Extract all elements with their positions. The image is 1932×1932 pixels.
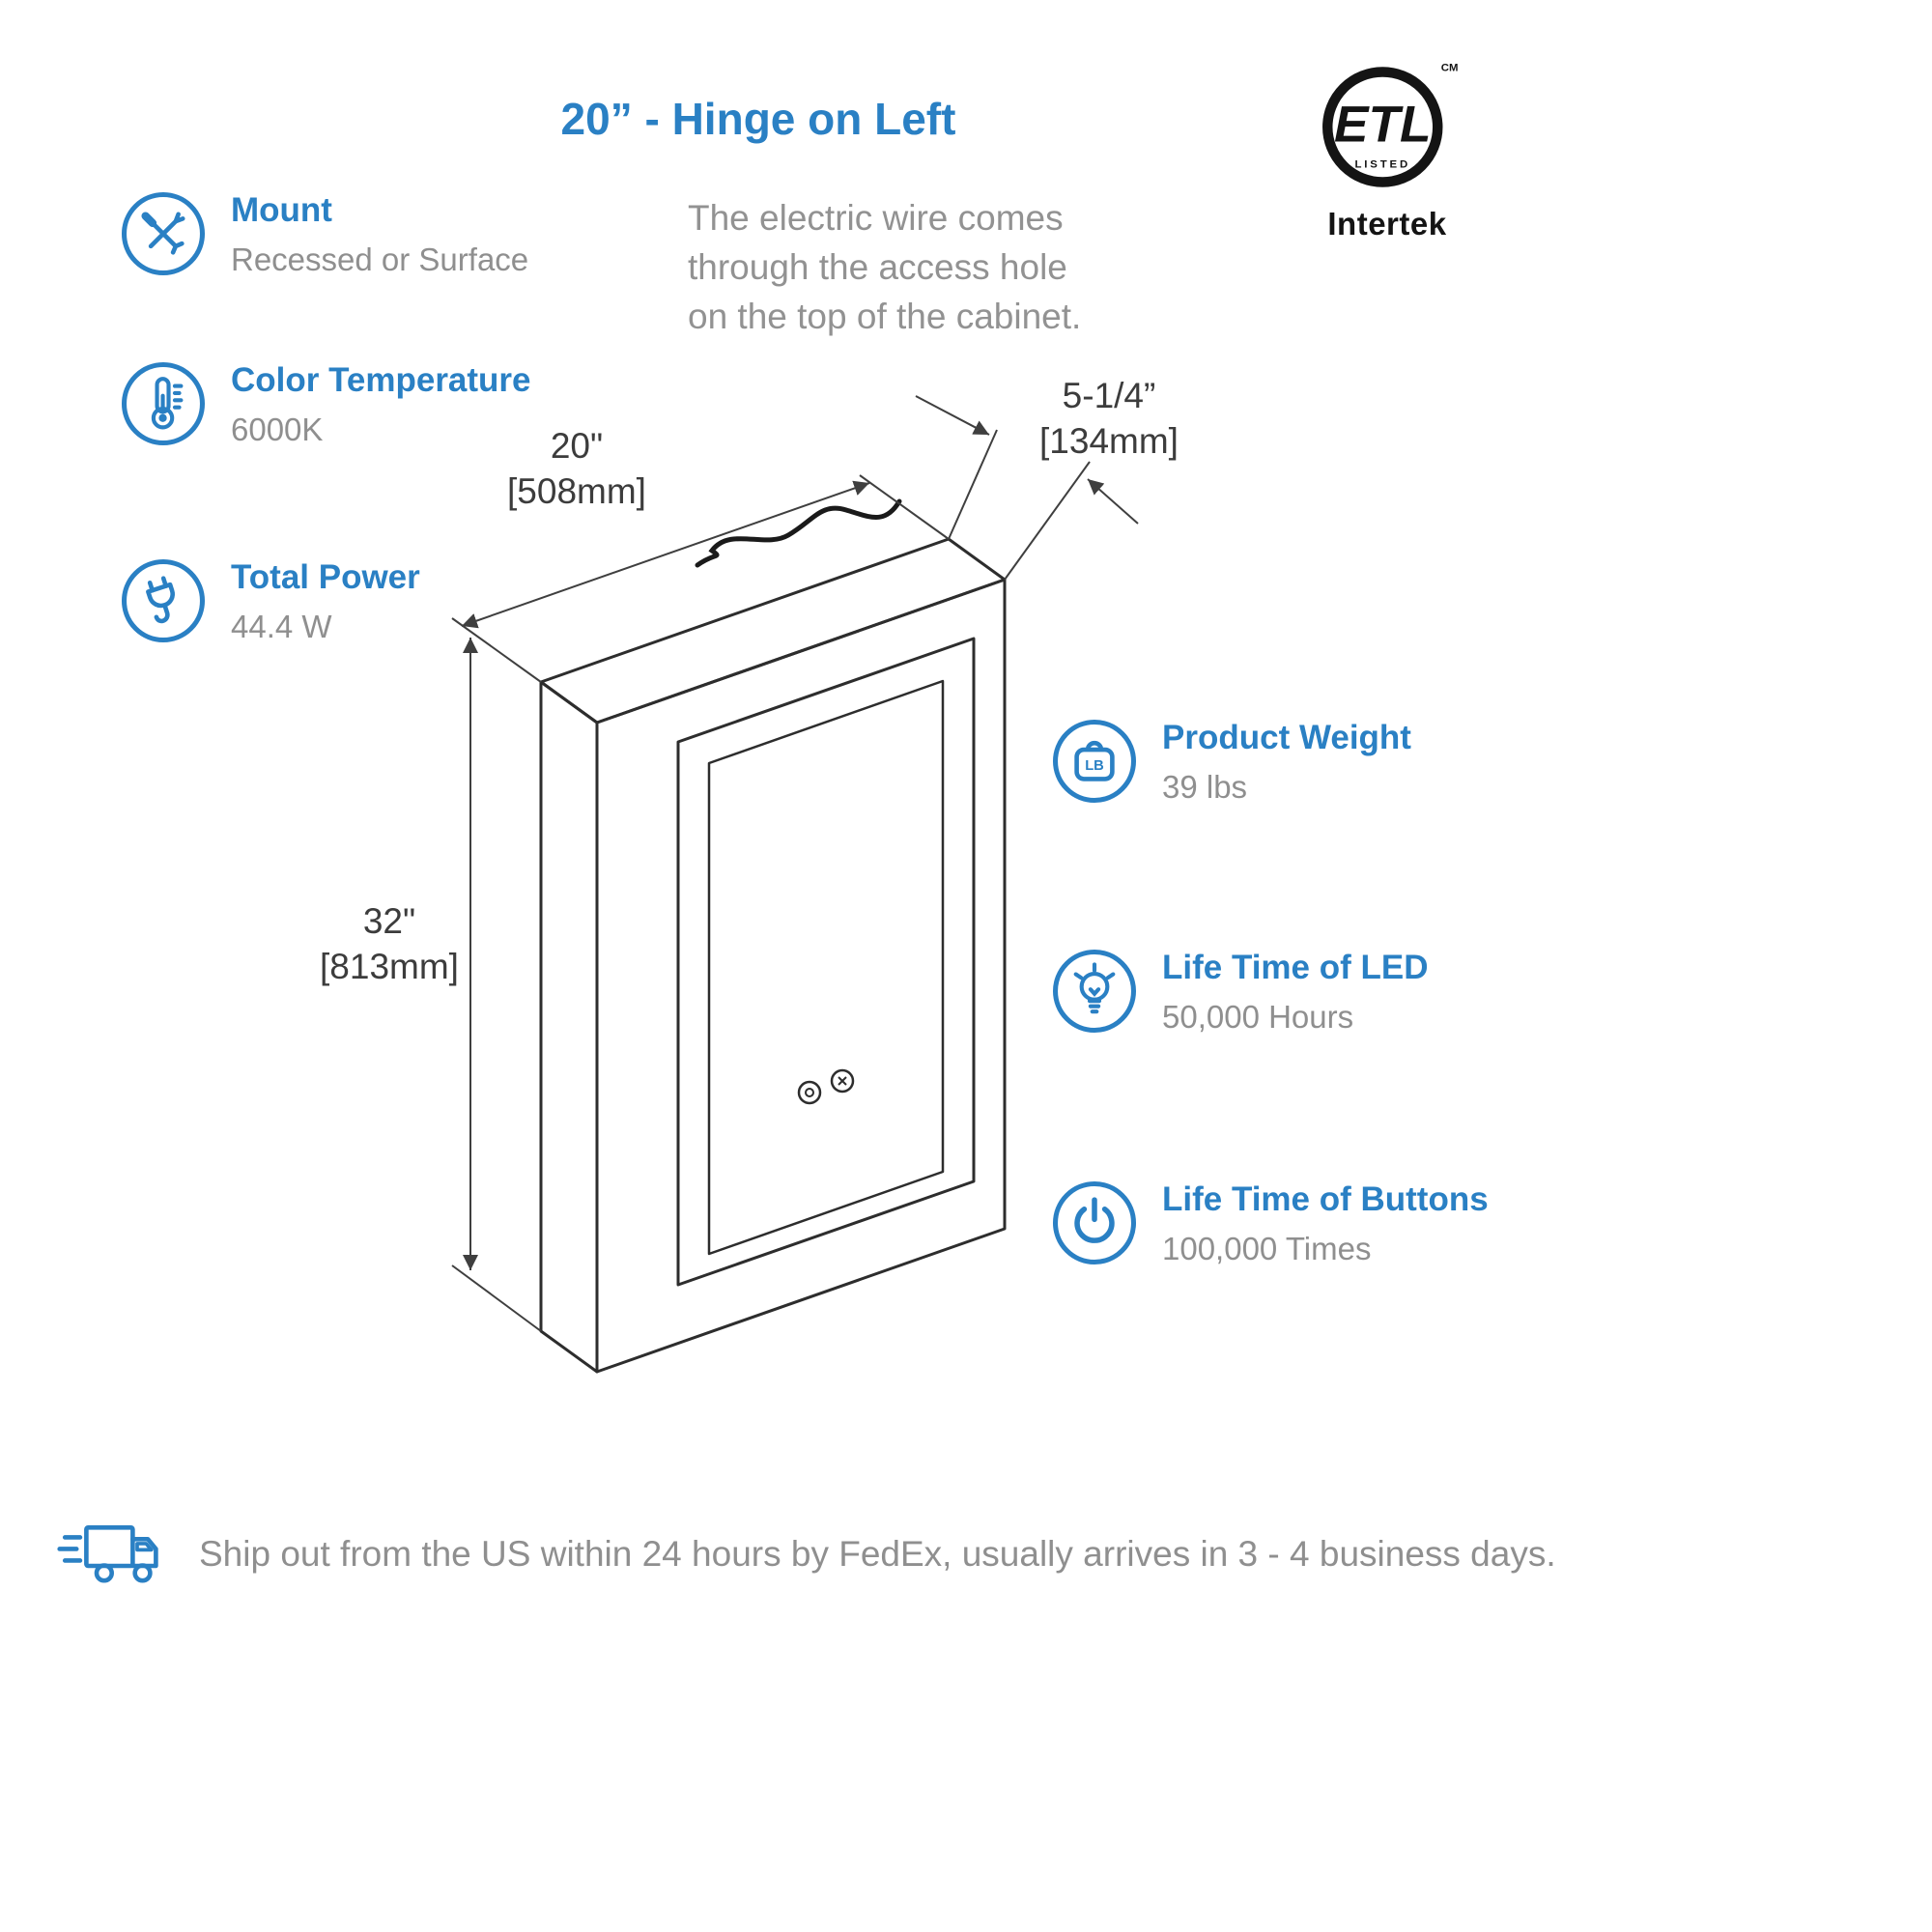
wire-note: The electric wire comes through the acce… [688,198,1082,336]
spec-mount: Mount Recessed or Surface [119,189,528,278]
spec-value-color-temperature: 6000K [231,412,324,447]
weight-unit-label: LB [1085,758,1104,774]
etl-mark-text: ETL [1334,97,1431,154]
dimension-height-inches: 32" [362,901,416,941]
spec-button-lifetime: Life Time of Buttons 100,000 Times [1050,1179,1489,1267]
power-icon [1050,1179,1139,1267]
etl-certification: ETL LISTED CM Intertek [1310,58,1464,242]
spec-led-lifetime: Life Time of LED 50,000 Hours [1050,947,1429,1036]
spec-value-button-lifetime: 100,000 Times [1162,1231,1372,1266]
shipping-info: Ship out from the US within 24 hours by … [56,1513,1556,1596]
dimension-height: 32" [813mm] [307,898,471,989]
etl-listed-icon: ETL LISTED CM [1322,63,1459,187]
dimension-depth: 5-1/4” [134mm] [1003,373,1215,464]
touch-buttons [797,1068,855,1105]
dimension-width: 20" [508mm] [480,423,673,514]
etl-cm-text: CM [1441,63,1459,74]
bulb-icon [1050,947,1139,1036]
spec-label-total-power: Total Power [231,558,420,596]
spec-value-total-power: 44.4 W [231,609,332,644]
weight-icon: LB [1050,717,1139,806]
truck-icon [56,1513,172,1596]
plug-icon [119,556,208,645]
spec-product-weight: LB Product Weight 39 lbs [1050,717,1411,806]
etl-brand-label: Intertek [1327,206,1447,242]
spec-label-product-weight: Product Weight [1162,719,1411,756]
electric-wire [695,498,902,568]
spec-label-color-temperature: Color Temperature [231,361,531,399]
dimension-width-mm: [508mm] [507,471,646,511]
shipping-text: Ship out from the US within 24 hours by … [199,1534,1556,1574]
spec-total-power: Total Power 44.4 W [119,556,420,645]
spec-label-mount: Mount [231,191,332,229]
tools-icon [119,189,208,278]
dimension-depth-mm: [134mm] [1039,421,1179,461]
dimension-width-inches: 20" [550,426,604,466]
spec-label-led-lifetime: Life Time of LED [1162,949,1429,986]
etl-listed-text: LISTED [1354,158,1410,170]
spec-value-led-lifetime: 50,000 Hours [1162,999,1354,1035]
spec-color-temperature: Color Temperature 6000K [119,359,531,448]
dimension-height-mm: [813mm] [320,947,459,986]
spec-value-mount: Recessed or Surface [231,242,529,277]
spec-value-product-weight: 39 lbs [1162,769,1248,805]
page-title: 20” - Hinge on Left [560,94,956,144]
spec-label-button-lifetime: Life Time of Buttons [1162,1180,1489,1218]
dimension-depth-inches: 5-1/4” [1062,376,1156,415]
thermometer-icon [119,359,208,448]
